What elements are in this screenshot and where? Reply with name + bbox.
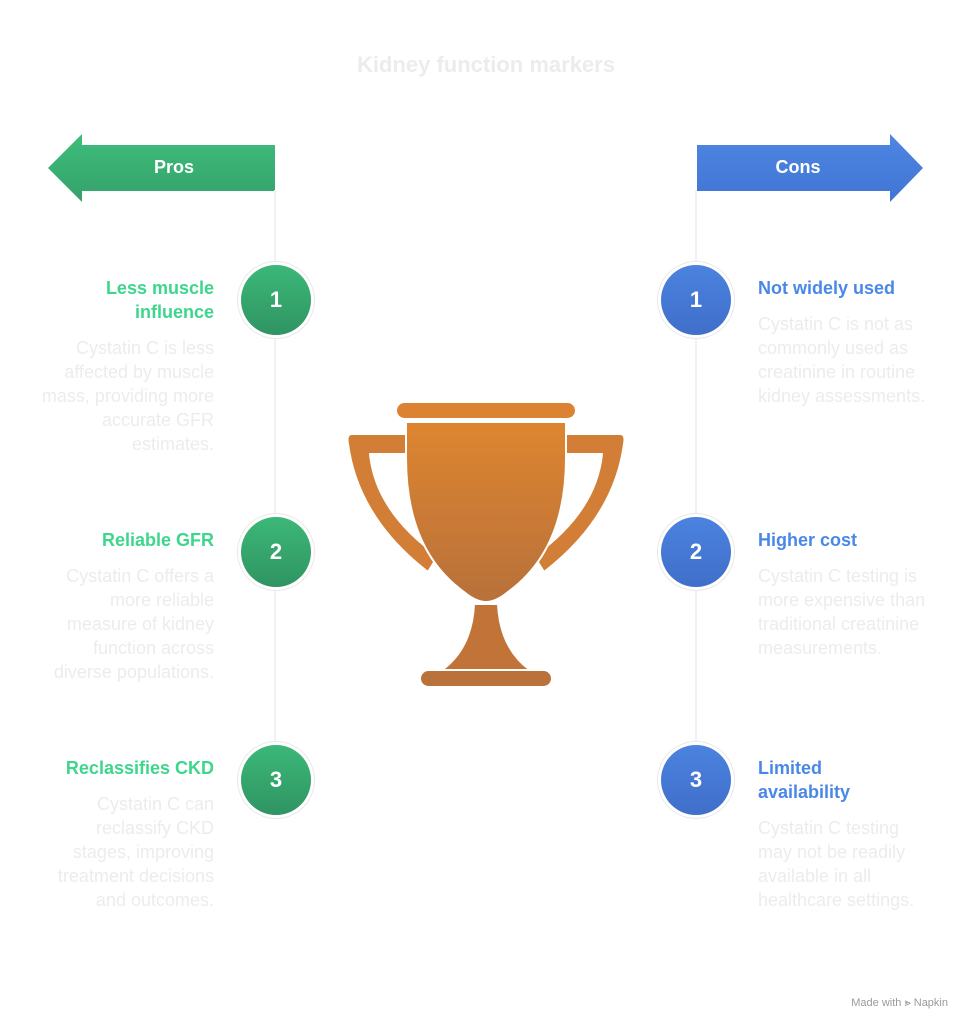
pros-timeline (274, 190, 276, 750)
cons-number-3: 3 (661, 745, 731, 815)
pros-item-desc-3: Cystatin C can reclassify CKD stages, im… (57, 794, 214, 910)
footer-text: Made with (851, 997, 902, 1009)
cons-item-title-2: Higher cost (758, 530, 858, 550)
cons-label: Cons (775, 157, 821, 177)
pros-item-title-1: Less muscle influence (105, 278, 214, 322)
pros-item-title-2: Reliable GFR (101, 530, 214, 550)
cons-item-desc-2: Cystatin C testing is more expensive tha… (758, 566, 926, 658)
cons-item-title-1: Not widely used (758, 278, 896, 298)
pros-number-1: 1 (241, 265, 311, 335)
cons-arrow-shape (697, 134, 923, 202)
made-with-napkin[interactable]: Made with ⪢ Napkin (851, 997, 948, 1010)
napkin-logo-icon: ⪢ (904, 997, 911, 1009)
diagram-title: Kidney function markers (357, 52, 615, 77)
footer-brand: Napkin (913, 997, 948, 1009)
trophy-icon (346, 401, 626, 688)
pros-number-3: 3 (241, 745, 311, 815)
cons-timeline (695, 190, 697, 750)
cons-item-desc-1: Cystatin C is not as commonly used as cr… (758, 314, 926, 406)
pros-item-title-3: Reclassifies CKD (65, 758, 214, 778)
cons-item-desc-3: Cystatin C testing may not be readily av… (758, 818, 915, 910)
cons-item-title-3: Limited availability (758, 758, 851, 802)
pros-number-2: 2 (241, 517, 311, 587)
cons-number-1: 1 (661, 265, 731, 335)
cons-number-2: 2 (661, 517, 731, 587)
pros-arrow-shape (48, 134, 275, 202)
pros-item-desc-1: Cystatin C is less affected by muscle ma… (41, 338, 214, 454)
pros-label: Pros (153, 157, 195, 177)
pros-item-desc-2: Cystatin C offers a more reliable measur… (53, 566, 214, 682)
